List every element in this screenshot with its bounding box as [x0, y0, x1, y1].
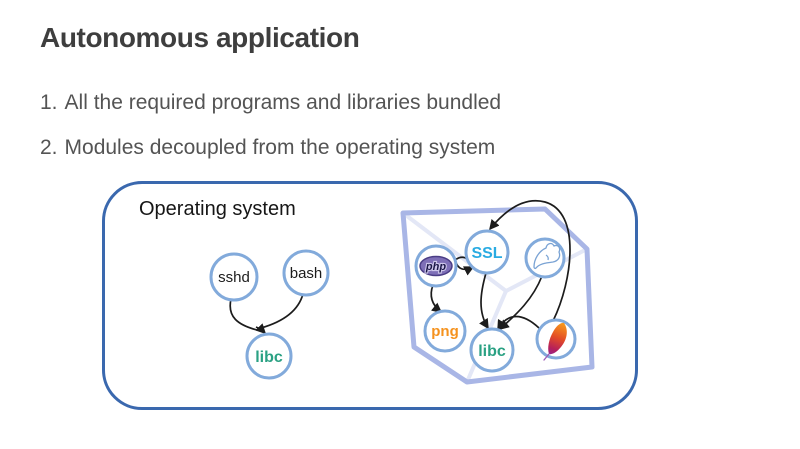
node-libc-os: libc [245, 332, 293, 380]
list-text: All the required programs and libraries … [64, 91, 502, 114]
node-mysql [524, 237, 566, 279]
node-sshd-label: sshd [218, 269, 250, 286]
node-sshd: sshd [209, 252, 259, 302]
bundle-polygon-border [400, 206, 595, 385]
mysql-dolphin-icon [533, 242, 561, 270]
node-libc-bundle-label: libc [478, 343, 506, 360]
list-item: 1. All the required programs and librari… [40, 92, 501, 114]
node-apache [535, 318, 577, 361]
edge-bash-libc [260, 293, 304, 329]
edge-apache-ssl [489, 200, 571, 322]
list-number: 2. [40, 136, 58, 159]
page-title: Autonomous application [40, 22, 360, 53]
bullet-list: 1. All the required programs and librari… [40, 92, 501, 182]
node-ssl: SSL [464, 229, 510, 275]
apache-feather-icon [543, 322, 567, 361]
dependency-arrows [229, 200, 571, 335]
edge-os-libc-arrowhead [255, 323, 267, 335]
node-bash-label: bash [290, 265, 323, 282]
node-ssl-label: SSL [471, 245, 502, 262]
edge-sshd-libc [229, 298, 258, 331]
list-item: 2. Modules decoupled from the operating … [40, 137, 501, 159]
edge-ssl-libc [479, 272, 489, 330]
node-php-label: php [425, 261, 446, 273]
list-number: 1. [40, 91, 58, 114]
php-logo: php [419, 255, 453, 277]
node-libc-os-label: libc [255, 349, 283, 366]
node-bash: bash [282, 249, 330, 297]
node-php: php [414, 244, 458, 288]
list-text: Modules decoupled from the operating sys… [64, 136, 496, 159]
edge-php-png [430, 284, 443, 313]
edge-apache-libc [497, 315, 540, 331]
node-png-label: png [431, 323, 459, 340]
node-png: png [423, 309, 467, 353]
node-libc-bundle: libc [469, 327, 515, 373]
operating-system-label: Operating system [139, 198, 296, 220]
